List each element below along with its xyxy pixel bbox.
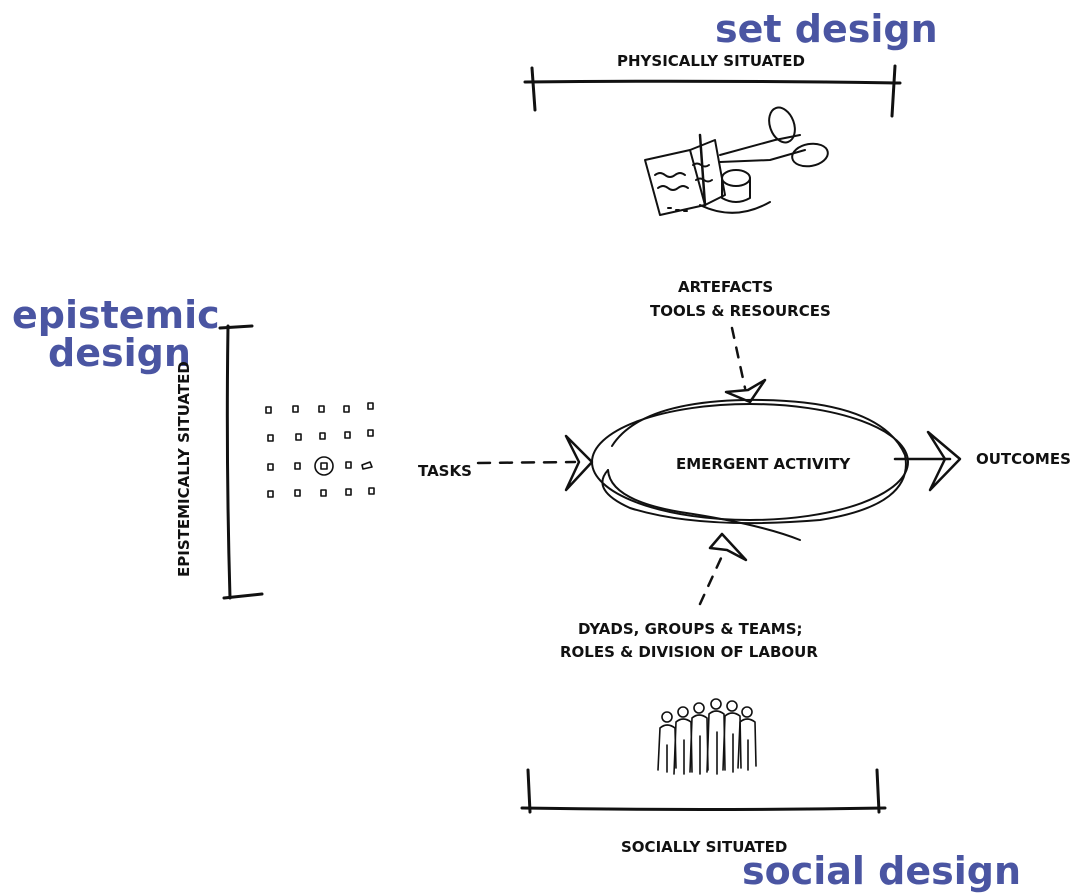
epistemic-bracket — [218, 324, 264, 600]
physically-situated-label: PHYSICALLY SITUATED — [617, 52, 805, 70]
outcomes-arrow — [893, 430, 962, 492]
set-design-heading: set design — [715, 7, 938, 51]
emergent-activity-loop — [591, 398, 909, 541]
social-bracket — [520, 768, 887, 814]
dyads-label: DYADS, GROUPS & TEAMS; — [578, 620, 803, 638]
task-grid-sketch-icon — [265, 402, 375, 498]
epistemic-design-heading-line1: epistemic — [12, 293, 220, 337]
social-design-heading: social design — [742, 849, 1022, 893]
emergent-activity-label: EMERGENT ACTIVITY — [676, 455, 851, 473]
book-scissors-sketch-icon — [644, 106, 829, 216]
physical-bracket — [523, 64, 902, 118]
socially-situated-label: SOCIALLY SITUATED — [621, 838, 788, 856]
artefacts-label: ARTEFACTS — [678, 278, 774, 296]
artefacts-arrow — [724, 326, 767, 404]
tasks-label: TASKS — [418, 462, 472, 480]
epistemic-design-heading-line2: design — [48, 331, 191, 375]
tasks-arrow — [476, 434, 594, 492]
tools-resources-label: TOOLS & RESOURCES — [650, 302, 831, 320]
roles-label: ROLES & DIVISION OF LABOUR — [560, 643, 818, 661]
group-of-people-sketch-icon — [657, 698, 757, 775]
outcomes-label: OUTCOMES — [976, 450, 1071, 468]
social-arrow — [698, 532, 748, 606]
